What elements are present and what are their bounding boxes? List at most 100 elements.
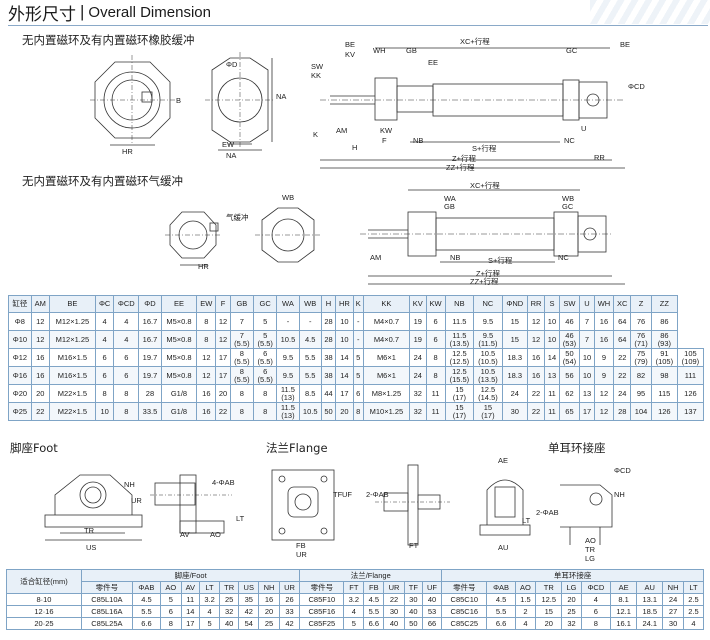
table-cell: C85L16A	[80, 605, 133, 618]
spec-col-header: KK	[362, 295, 411, 313]
accessory-group-header: 适合缸径(mm) 脚座/Foot 法兰/Flange 单耳环接座	[6, 569, 704, 594]
flange-ft-label: FT	[409, 541, 419, 550]
table-cell: 6	[95, 348, 115, 367]
acc-col-header: US	[238, 581, 260, 594]
table-cell: 10	[579, 366, 595, 385]
table-cell: 76 (71)	[630, 330, 652, 349]
table-cell: 13.1	[636, 593, 664, 606]
title-separator: |	[80, 2, 85, 21]
be-right-label: BE	[620, 40, 631, 49]
table-cell: M16×1.5	[48, 366, 97, 385]
wh-label: WH	[373, 46, 386, 55]
table-cell: 7	[579, 330, 595, 349]
table-cell: 50	[403, 617, 423, 630]
foot-nh-label: NH	[124, 480, 135, 489]
table-cell: C85F25	[299, 617, 345, 630]
table-cell: G1/8	[160, 402, 198, 421]
s-stroke2-label: S+行程	[488, 256, 513, 265]
table-cell: 16	[196, 384, 217, 403]
end-view-1	[90, 55, 175, 146]
table-cell: 11	[544, 402, 560, 421]
side-view-1	[320, 47, 625, 169]
table-cell: 7 (5.5)	[229, 330, 255, 349]
table-cell: 15	[535, 605, 563, 618]
spec-col-header: Z	[630, 295, 652, 313]
table-cell: 22	[526, 402, 546, 421]
table-cell: 22	[215, 402, 231, 421]
table-cell: 8	[196, 312, 217, 331]
table-cell: 12	[593, 384, 615, 403]
clevis-au-label: AU	[498, 543, 509, 552]
table-cell: 5.5	[298, 348, 322, 367]
acc-col-header: AE	[610, 581, 638, 594]
nc2-label: NC	[558, 253, 569, 262]
acc-col-header: AO	[160, 581, 182, 594]
table-cell: 24	[409, 366, 427, 385]
gb2-label: GB	[444, 202, 455, 211]
zz-stroke-label: ZZ+行程	[446, 163, 475, 172]
table-cell: 14	[544, 348, 560, 367]
table-cell: 6	[113, 366, 140, 385]
acc-col-header: 零件号	[441, 581, 488, 594]
table-cell: 8	[352, 402, 364, 421]
spec-col-header: U	[579, 295, 595, 313]
table-cell: 12.1	[610, 605, 638, 618]
acc-col-header: FT	[343, 581, 365, 594]
table-cell: G1/8	[160, 384, 198, 403]
table-cell: M16×1.5	[48, 348, 97, 367]
table-cell: 4	[343, 605, 365, 618]
table-cell: 16	[593, 330, 615, 349]
acc-col-header: AV	[180, 581, 201, 594]
table-cell: 62	[558, 384, 581, 403]
table-cell: 9.5 (11.5)	[473, 330, 503, 349]
clevis-cd-label: ΦCD	[614, 466, 631, 475]
clevis-ab-label: 2-ΦAB	[536, 508, 559, 517]
clevis-front-view	[479, 479, 531, 536]
spec-col-header: ΦND	[501, 295, 528, 313]
spec-col-header: SW	[558, 295, 581, 313]
table-cell: 4.5	[363, 593, 385, 606]
table-cell: 40	[421, 593, 443, 606]
table-cell: 28	[320, 312, 337, 331]
section-flange: 法兰Flange	[266, 441, 328, 455]
table-cell: 10	[335, 330, 354, 349]
table-cell: 6	[580, 605, 612, 618]
acc-col-header: 零件号	[299, 581, 345, 594]
foot-av-label: AV	[180, 530, 190, 539]
table-cell: 22	[613, 366, 632, 385]
acc-col-header: FB	[363, 581, 385, 594]
table-cell: 22	[383, 593, 405, 606]
table-cell: 32	[409, 402, 427, 421]
table-cell: 38	[320, 348, 337, 367]
table-cell: 44	[320, 384, 337, 403]
table-cell: 14	[180, 605, 201, 618]
table-cell: 20·25	[6, 617, 82, 630]
acc-col-header: UR	[383, 581, 405, 594]
title-rule	[8, 25, 708, 26]
table-cell: 6	[425, 312, 446, 331]
table-cell: 11.5 (13)	[276, 384, 300, 403]
table-cell: 33	[278, 605, 301, 618]
table-cell: 5.5	[131, 605, 162, 618]
spec-col-header: KV	[409, 295, 427, 313]
be-label: BE	[345, 40, 356, 49]
flange-tf-label: TF	[333, 490, 343, 499]
table-cell: 4	[113, 312, 140, 331]
sw-label: SW	[311, 62, 324, 71]
spec-col-header: NC	[473, 295, 503, 313]
hr-label: HR	[122, 147, 133, 156]
foot-ao-label: AO	[210, 530, 221, 539]
table-cell: 22	[30, 402, 50, 421]
table-cell: 111	[676, 366, 705, 385]
table-cell: 8	[196, 330, 217, 349]
table-cell: C85F10	[299, 593, 345, 606]
table-cell: 20	[535, 617, 563, 630]
table-cell: 12	[593, 402, 615, 421]
foot-front-view	[44, 474, 143, 541]
acc-flange-header: 法兰/Flange	[299, 569, 443, 582]
clevis-ao-label: AO	[585, 536, 596, 545]
